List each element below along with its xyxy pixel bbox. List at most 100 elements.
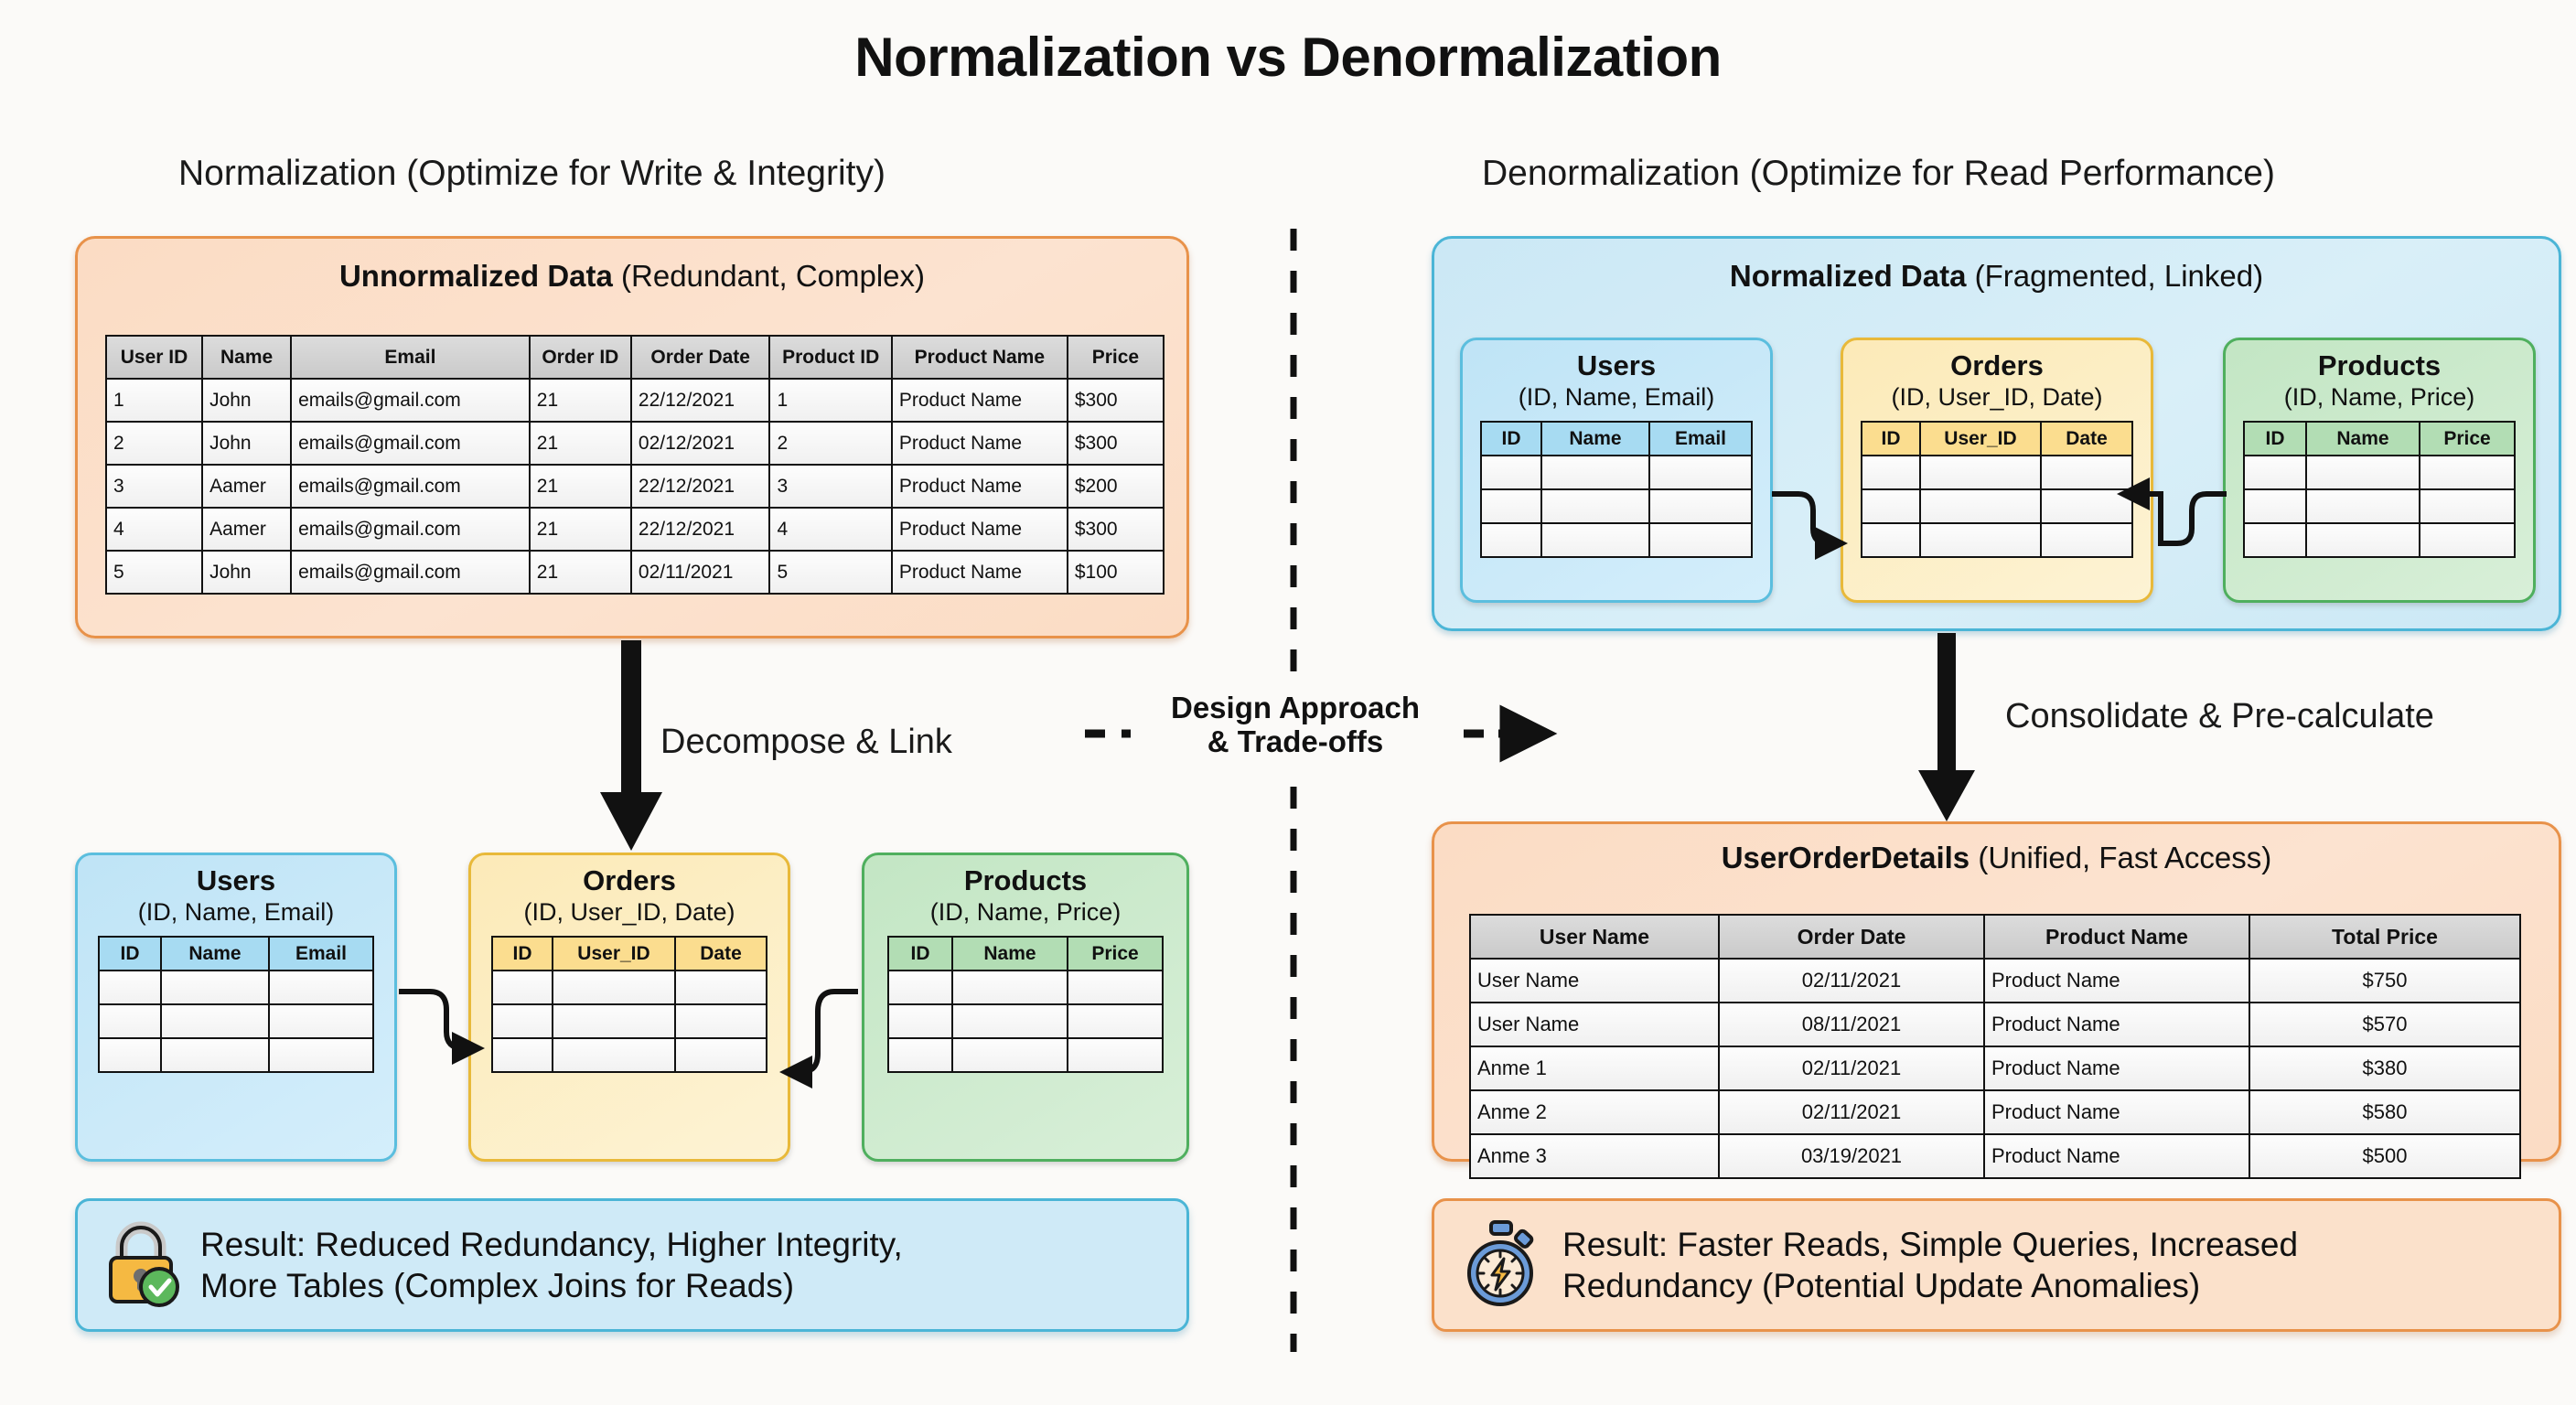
entity-columns: (ID, User_ID, Date)	[1891, 383, 2103, 411]
cell-r2-c5: 3	[768, 464, 893, 509]
page-title: Normalization vs Denormalization	[854, 27, 1722, 88]
cell-r1-c5: 2	[768, 421, 893, 466]
cell-r3-c1: 02/11/2021	[1718, 1089, 1985, 1135]
entity-empty-cell	[2305, 522, 2420, 558]
entity-empty-cell	[2243, 455, 2307, 490]
entity-column-header-2: Date	[674, 936, 767, 971]
cell-r1-c2: Product Name	[1983, 1002, 2250, 1047]
entity-column-header-1: User_ID	[1919, 421, 2042, 456]
uod-title-bold: UserOrderDetails	[1721, 841, 1970, 874]
entity-empty-row	[491, 1003, 767, 1039]
unnormalized-panel-title: Unnormalized Data (Redundant, Complex)	[78, 259, 1186, 294]
entity-empty-cell	[98, 1037, 162, 1073]
entity-empty-cell	[98, 970, 162, 1005]
entity-empty-cell	[887, 1003, 953, 1039]
cell-r1-c3: 21	[528, 421, 632, 466]
cell-r4-c7: $100	[1066, 550, 1165, 595]
normalized-panel-title: Normalized Data (Fragmented, Linked)	[1434, 259, 2559, 294]
cell-r1-c2: emails@gmail.com	[290, 421, 531, 466]
entity-empty-cell	[491, 970, 553, 1005]
divider-label: Design Approach & Trade-offs	[1131, 691, 1460, 759]
entity-empty-cell	[160, 970, 270, 1005]
right-column-title: Denormalization (Optimize for Read Perfo…	[1482, 154, 2275, 193]
cell-r0-c4: 22/12/2021	[629, 378, 771, 423]
entity-empty-row	[1861, 522, 2133, 558]
cell-r1-c4: 02/12/2021	[629, 421, 771, 466]
entity-empty-cell	[268, 970, 374, 1005]
cell-r3-c2: emails@gmail.com	[290, 507, 531, 552]
entity-columns: (ID, Name, Price)	[2283, 383, 2475, 411]
entity-empty-cell	[1861, 488, 1921, 524]
column-header-0: User ID	[104, 335, 204, 380]
cell-r1-c6: Product Name	[890, 421, 1068, 466]
cell-r4-c1: John	[201, 550, 293, 595]
left-result-line2: More Tables (Complex Joins for Reads)	[200, 1267, 795, 1304]
entity-column-header-2: Price	[1067, 936, 1164, 971]
entity-empty-cell	[2040, 488, 2133, 524]
entity-empty-row	[1480, 522, 1753, 558]
entity-column-header-0: ID	[887, 936, 953, 971]
cell-r0-c6: Product Name	[890, 378, 1068, 423]
left-flow-label: Decompose & Link	[660, 723, 952, 761]
entity-empty-row	[2243, 522, 2516, 558]
entity-empty-cell	[1067, 970, 1164, 1005]
entity-empty-cell	[1540, 522, 1650, 558]
cell-r4-c0: 5	[104, 550, 204, 595]
entity-columns: (ID, Name, Email)	[137, 898, 335, 926]
column-header-1: Name	[201, 335, 293, 380]
entity-empty-cell	[1540, 488, 1650, 524]
right-result-text: Result: Faster Reads, Simple Queries, In…	[1562, 1224, 2298, 1306]
entity-empty-row	[1480, 488, 1753, 524]
entity-empty-cell	[1067, 1003, 1164, 1039]
cell-r4-c6: Product Name	[890, 550, 1068, 595]
cell-r0-c2: emails@gmail.com	[290, 378, 531, 423]
right-result-line2: Redundancy (Potential Update Anomalies)	[1562, 1267, 2201, 1304]
entity-empty-row	[98, 1037, 374, 1073]
cell-r0-c3: 21	[528, 378, 632, 423]
entity-empty-row	[887, 1037, 1164, 1073]
entity-name: Products	[963, 864, 1088, 896]
left-result-line1: Result: Reduced Redundancy, Higher Integ…	[200, 1225, 903, 1263]
cell-r2-c7: $200	[1066, 464, 1165, 509]
column-header-4: Order Date	[629, 335, 771, 380]
entity-empty-cell	[674, 1003, 767, 1039]
connector-users-orders-left	[399, 989, 485, 1065]
uod-title-rest: (Unified, Fast Access)	[1970, 841, 2272, 874]
entity-name: Users	[1576, 349, 1657, 381]
entity-column-header-0: ID	[1480, 421, 1542, 456]
cell-r1-c3: $570	[2249, 1002, 2521, 1047]
entity-empty-cell	[2419, 522, 2516, 558]
entity-column-header-0: ID	[491, 936, 553, 971]
cell-r4-c2: emails@gmail.com	[290, 550, 531, 595]
entity-empty-row	[887, 1003, 1164, 1039]
column-header-7: Price	[1066, 335, 1165, 380]
entity-name: Orders	[583, 864, 676, 896]
entity-name: Products	[2317, 349, 2442, 381]
cell-r3-c7: $300	[1066, 507, 1165, 552]
cell-r4-c1: 03/19/2021	[1718, 1133, 1985, 1179]
entity-empty-row	[1480, 455, 1753, 490]
entity-name: Orders	[1950, 349, 2044, 381]
entity-empty-cell	[2419, 488, 2516, 524]
entity-empty-cell	[674, 1037, 767, 1073]
entity-column-header-1: User_ID	[552, 936, 676, 971]
cell-r0-c1: John	[201, 378, 293, 423]
entity-empty-cell	[2305, 488, 2420, 524]
entity-empty-row	[491, 970, 767, 1005]
cell-r3-c0: Anme 2	[1469, 1089, 1720, 1135]
entity-empty-cell	[1540, 455, 1650, 490]
divider-label-line1: Design Approach	[1171, 691, 1420, 724]
cell-r2-c3: 21	[528, 464, 632, 509]
entity-column-header-1: Name	[951, 936, 1068, 971]
unnormalized-title-rest: (Redundant, Complex)	[612, 259, 926, 293]
entity-empty-cell	[1648, 488, 1753, 524]
cell-r3-c2: Product Name	[1983, 1089, 2250, 1135]
entity-name: Users	[196, 864, 276, 896]
